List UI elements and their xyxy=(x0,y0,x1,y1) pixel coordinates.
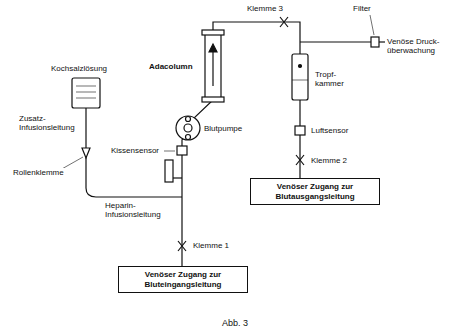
adacolumn xyxy=(205,34,221,98)
bag-mark xyxy=(76,98,96,99)
fluid-level xyxy=(292,80,308,81)
leader-line xyxy=(370,15,374,35)
saline-line xyxy=(86,108,182,197)
heparin-syringe xyxy=(165,160,173,182)
pump-roller xyxy=(186,135,191,140)
saline-bag xyxy=(72,78,100,108)
part-label: Filter xyxy=(352,4,372,13)
part-label: Adacolumn xyxy=(148,62,194,71)
pump-rotor xyxy=(184,124,192,132)
access-box: Venöser Zugang zur Bluteingangsleitung xyxy=(118,266,248,293)
clamp-1 xyxy=(178,241,186,251)
pump-roller xyxy=(186,117,191,122)
column-cap xyxy=(202,30,224,35)
figure-caption: Abb. 3 xyxy=(222,318,248,328)
flow-arrowhead xyxy=(209,44,217,52)
roller-clamp xyxy=(82,148,90,158)
part-label: Tropf-kammer xyxy=(314,70,356,88)
part-label: Klemme 1 xyxy=(192,241,230,250)
part-label: Venöse Druck-überwachung xyxy=(386,37,450,55)
part-label: Klemme 3 xyxy=(246,4,284,13)
leader-line xyxy=(164,151,175,152)
column-cap xyxy=(202,97,224,102)
bag-mark xyxy=(76,92,96,93)
part-label: Heparin-Infusionsleitung xyxy=(104,201,180,219)
blood-pump xyxy=(176,116,200,140)
air-sensor xyxy=(295,126,305,135)
pressure-port xyxy=(379,41,385,42)
box-text: Venöser Zugang zur Bluteingangsleitung xyxy=(123,270,243,289)
part-label: Luftsensor xyxy=(310,126,349,135)
clamp-3 xyxy=(280,17,288,27)
part-label: Klemme 2 xyxy=(310,156,348,165)
filter xyxy=(371,37,379,47)
blood-line xyxy=(182,22,300,266)
pressure-line xyxy=(300,41,371,42)
part-label: Rollenklemme xyxy=(12,168,65,177)
clamp-2 xyxy=(296,155,304,165)
pillow-sensor xyxy=(177,146,187,155)
part-label: Kissensensor xyxy=(110,146,160,155)
part-label: Blutpumpe xyxy=(203,124,243,133)
part-label: Zusatz-Infusionsleitung xyxy=(18,114,84,132)
drip-chamber xyxy=(292,54,308,100)
heparin-line xyxy=(173,177,182,178)
drop xyxy=(299,65,302,68)
access-box: Venöser Zugang zur Blutausgangsleitung xyxy=(250,178,380,205)
box-text: Venöser Zugang zur Blutausgangsleitung xyxy=(255,182,375,201)
part-label: Kochsalzlösung xyxy=(50,64,108,73)
bag-mark xyxy=(76,86,96,87)
